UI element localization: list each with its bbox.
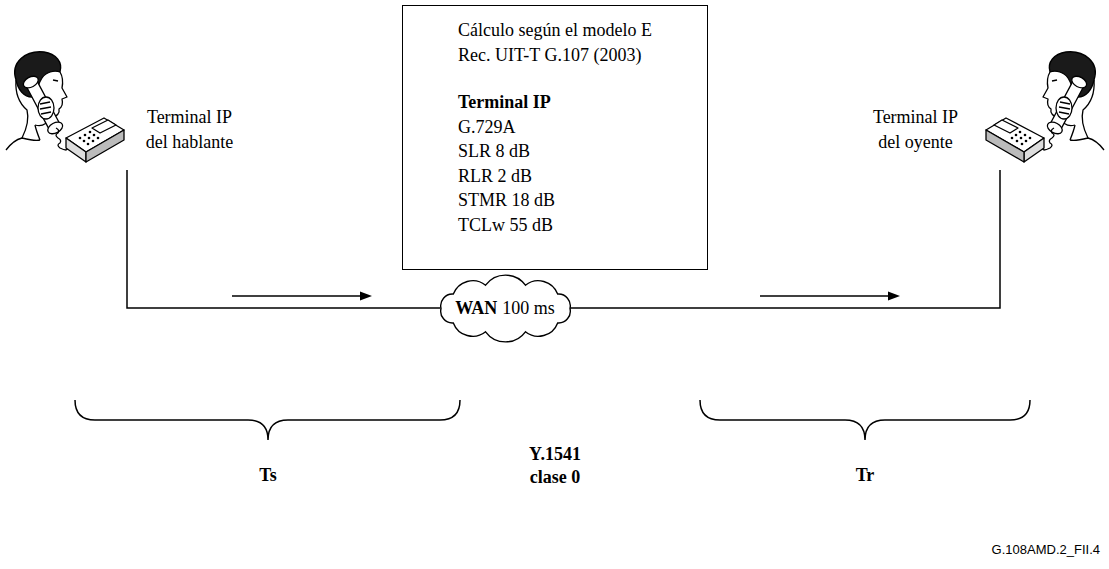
cloud-shape (440, 275, 570, 342)
parameter-text: STMR 18 dB (458, 188, 697, 213)
terminal-node: Terminal IP del hablante (8, 55, 233, 170)
network-label: WAN (455, 296, 497, 321)
direction-arrow (232, 292, 372, 301)
network-cloud: WAN100 ms (431, 274, 580, 343)
network-label: 100 ms (502, 296, 555, 321)
parameter-text: Terminal IP (458, 90, 697, 115)
parameter-text: RLR 2 dB (458, 164, 697, 189)
person-with-phone (6, 52, 124, 162)
parameter-text: TCLw 55 dB (458, 213, 697, 238)
direction-arrow (760, 292, 900, 301)
connector-line (127, 170, 441, 308)
terminal-label: Terminal IP del oyente (868, 105, 963, 154)
brace (75, 400, 460, 440)
parameter-box: Cálculo según el modelo E Rec. UIT-T G.1… (402, 5, 708, 270)
time-label: Tr (856, 464, 875, 487)
cloud-text-row: WAN100 ms (455, 296, 555, 321)
parameter-text: SLR 8 dB (458, 139, 697, 164)
class-label: Y.1541 clase 0 (520, 443, 590, 489)
brace (700, 400, 1030, 440)
terminal-node: Terminal IP del oyente (860, 55, 1105, 170)
time-label: Ts (259, 464, 276, 487)
figure-code: G.108AMD.2_FII.4 (992, 542, 1100, 558)
parameter-text: Cálculo según el modelo E Rec. UIT-T G.1… (458, 18, 668, 67)
parameter-text: G.729A (458, 115, 697, 140)
person-with-phone (986, 52, 1104, 162)
terminal-label: Terminal IP del hablante (142, 105, 237, 154)
